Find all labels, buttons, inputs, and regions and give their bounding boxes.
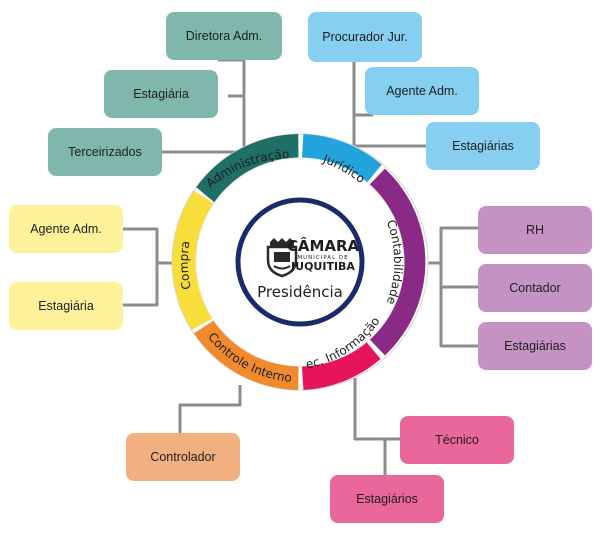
connector-lines [123, 58, 478, 475]
box-procurador-jur[interactable]: Procurador Jur. [308, 12, 422, 62]
box-label: Técnico [435, 433, 479, 447]
box-terceirizados[interactable]: Terceirizados [48, 128, 162, 176]
sector-label-contabilidade: Contabilidade [384, 218, 405, 307]
box-estagiarias-juridico[interactable]: Estagiárias [426, 122, 540, 170]
ring-sectors [172, 134, 426, 390]
box-estagiaria-adm[interactable]: Estagiária [104, 70, 218, 118]
box-label: Agente Adm. [30, 222, 102, 236]
box-rh[interactable]: RH [478, 206, 592, 254]
box-label: Contador [509, 281, 560, 295]
brand-city: JUQUITIBA [290, 260, 355, 273]
presidencia-circle[interactable] [235, 197, 365, 327]
box-tecnico[interactable]: Técnico [400, 416, 514, 464]
box-label: Estagiária [38, 299, 94, 313]
sector-controle-interno[interactable] [193, 320, 299, 390]
box-label: Procurador Jur. [322, 30, 407, 44]
box-agente-adm-compras[interactable]: Agente Adm. [9, 205, 123, 253]
sector-administracao[interactable] [196, 134, 299, 203]
box-label: Estagiárias [452, 139, 514, 153]
box-label: Estagiárias [504, 339, 566, 353]
box-label: Terceirizados [68, 145, 142, 159]
presidencia-label: Presidência [257, 283, 343, 301]
coat-of-arms-icon [266, 238, 298, 278]
brand-sub: MUNICIPAL DE [297, 255, 348, 261]
box-label: Estagiária [133, 87, 189, 101]
box-contador[interactable]: Contador [478, 264, 592, 312]
sector-tec-informacao[interactable] [301, 340, 381, 390]
box-estagiarias-contabilidade[interactable]: Estagiárias [478, 322, 592, 370]
sector-compras[interactable] [172, 190, 215, 330]
sector-contabilidade[interactable] [368, 168, 426, 356]
box-label: Estagiários [356, 492, 418, 506]
box-label: RH [526, 223, 544, 237]
box-label: Controlador [150, 450, 215, 464]
box-controlador[interactable]: Controlador [126, 433, 240, 481]
box-agente-adm-juridico[interactable]: Agente Adm. [365, 67, 479, 115]
sector-juridico[interactable] [301, 134, 382, 184]
box-label: Agente Adm. [386, 84, 458, 98]
box-diretora-adm[interactable]: Diretora Adm. [166, 12, 282, 60]
brand-main: CÂMARA [287, 236, 360, 255]
box-estagiaria-compras[interactable]: Estagiária [9, 282, 123, 330]
box-label: Diretora Adm. [186, 29, 262, 43]
box-estagiarios-tec[interactable]: Estagiários [330, 475, 444, 523]
